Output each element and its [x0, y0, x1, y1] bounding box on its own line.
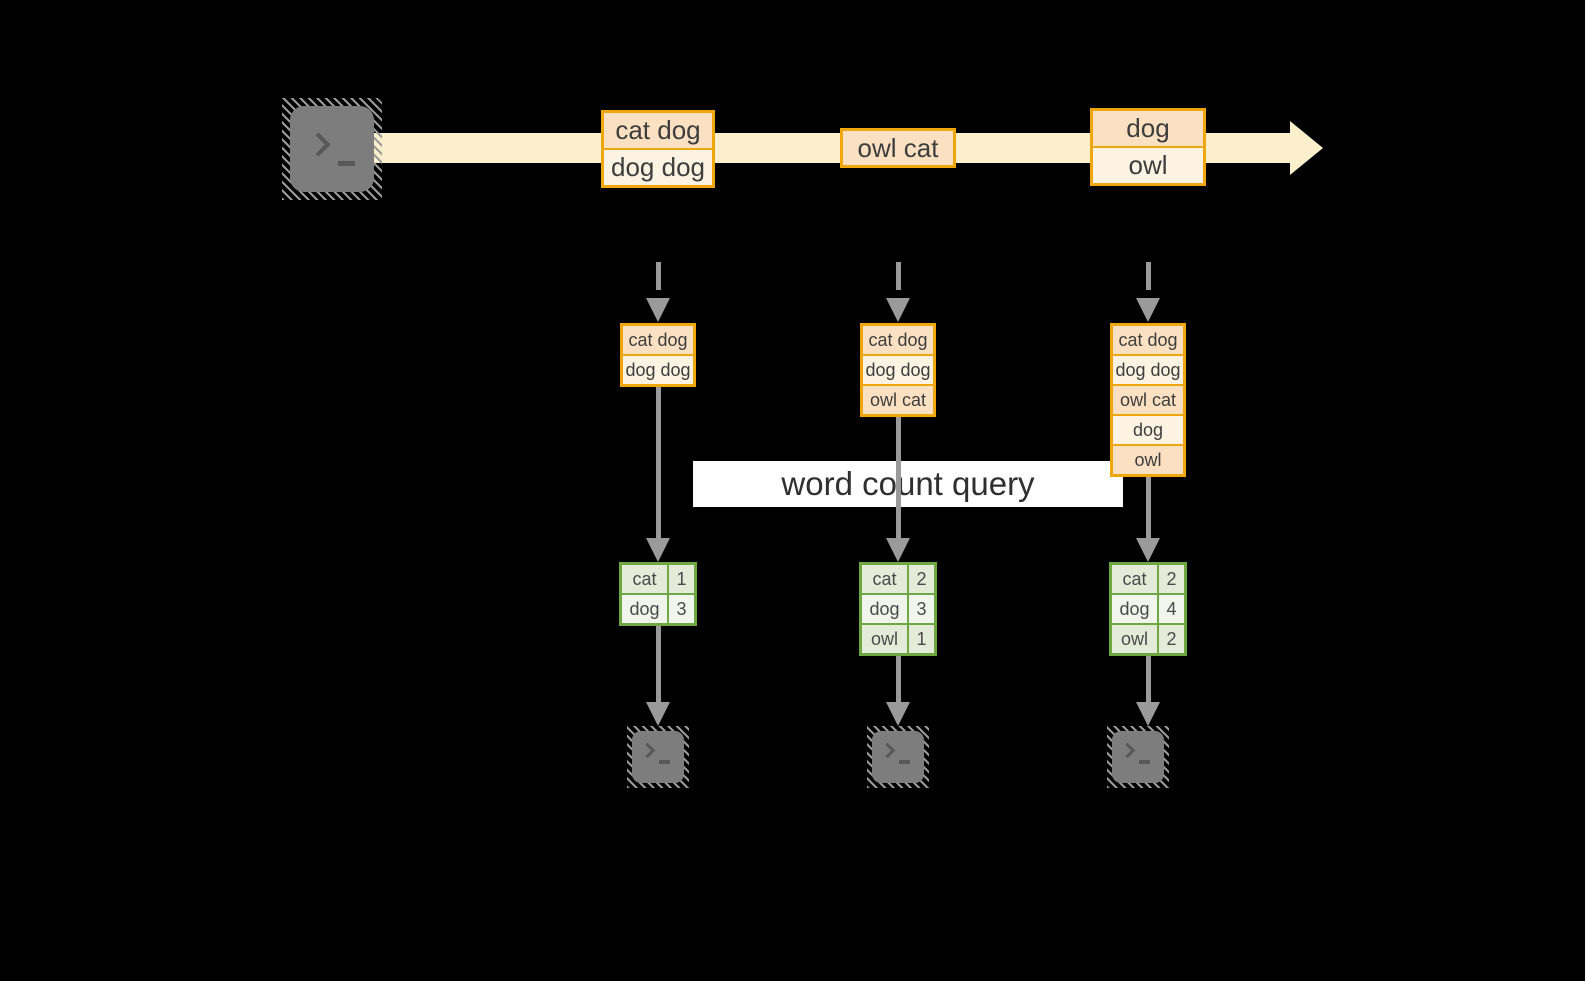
- app-terminal-icon-3: [1107, 726, 1169, 788]
- buffer-stack-2: cat dog dog dog owl cat: [860, 323, 936, 417]
- buffer-cell: dog dog: [1113, 356, 1183, 384]
- app-terminal-icon-1: [627, 726, 689, 788]
- table-row: cat 2: [862, 565, 934, 593]
- prompt-chevron-icon: [639, 742, 656, 759]
- word-cell: owl: [1112, 625, 1157, 653]
- record-cell: owl cat: [843, 131, 953, 165]
- down-arrow-icon: [1136, 538, 1160, 562]
- table-row: cat 2: [1112, 565, 1184, 593]
- down-arrow-icon: [1136, 298, 1160, 322]
- table-row: dog 4: [1112, 595, 1184, 623]
- dashed-arrow-segment: [896, 262, 901, 290]
- word-cell: cat: [862, 565, 907, 593]
- dashed-arrow-segment: [1146, 262, 1151, 290]
- table-row: owl 2: [1112, 625, 1184, 653]
- record-cell: dog dog: [604, 150, 712, 185]
- count-cell: 4: [1159, 595, 1184, 623]
- producer-terminal-icon: [282, 98, 382, 200]
- buffer-cell: cat dog: [623, 326, 693, 354]
- count-cell: 1: [909, 625, 934, 653]
- prompt-underscore-icon: [899, 760, 910, 764]
- flow-line: [656, 626, 661, 704]
- flow-line: [1146, 656, 1151, 704]
- buffer-cell: owl: [1113, 446, 1183, 474]
- buffer-cell: dog dog: [863, 356, 933, 384]
- table-row: owl 1: [862, 625, 934, 653]
- terminal-screen: [290, 106, 374, 192]
- table-row: dog 3: [622, 595, 694, 623]
- down-arrow-icon: [646, 538, 670, 562]
- record-cell: dog: [1093, 111, 1203, 146]
- prompt-chevron-icon: [879, 742, 896, 759]
- count-cell: 3: [669, 595, 694, 623]
- count-table-2: cat 2 dog 3 owl 1: [859, 562, 937, 656]
- down-arrow-icon: [886, 702, 910, 726]
- terminal-screen: [872, 731, 924, 783]
- stream-arrow-head-icon: [1290, 121, 1323, 175]
- down-arrow-icon: [1136, 702, 1160, 726]
- buffer-stack-3: cat dog dog dog owl cat dog owl: [1110, 323, 1186, 477]
- flow-line: [1146, 477, 1151, 540]
- flow-line: [896, 417, 901, 540]
- prompt-underscore-icon: [1139, 760, 1150, 764]
- down-arrow-icon: [886, 298, 910, 322]
- prompt-chevron-icon: [306, 132, 331, 157]
- count-cell: 1: [669, 565, 694, 593]
- count-table-1: cat 1 dog 3: [619, 562, 697, 626]
- record-cell: owl: [1093, 148, 1203, 183]
- buffer-cell: dog dog: [623, 356, 693, 384]
- word-cell: dog: [1112, 595, 1157, 623]
- buffer-cell: owl cat: [863, 386, 933, 414]
- stream-record-box-3: dog owl: [1090, 108, 1206, 186]
- terminal-screen: [1112, 731, 1164, 783]
- table-row: cat 1: [622, 565, 694, 593]
- stream-record-box-2: owl cat: [840, 128, 956, 168]
- buffer-cell: cat dog: [863, 326, 933, 354]
- buffer-cell: cat dog: [1113, 326, 1183, 354]
- count-cell: 3: [909, 595, 934, 623]
- count-cell: 2: [1159, 625, 1184, 653]
- prompt-underscore-icon: [659, 760, 670, 764]
- terminal-screen: [632, 731, 684, 783]
- down-arrow-icon: [646, 702, 670, 726]
- prompt-chevron-icon: [1119, 742, 1136, 759]
- app-terminal-icon-2: [867, 726, 929, 788]
- count-table-3: cat 2 dog 4 owl 2: [1109, 562, 1187, 656]
- stream-record-box-1: cat dog dog dog: [601, 110, 715, 188]
- count-cell: 2: [909, 565, 934, 593]
- record-cell: cat dog: [604, 113, 712, 148]
- word-count-query-banner: word count query: [693, 461, 1123, 507]
- down-arrow-icon: [646, 298, 670, 322]
- table-row: dog 3: [862, 595, 934, 623]
- prompt-underscore-icon: [338, 161, 355, 166]
- dashed-arrow-segment: [656, 262, 661, 290]
- word-cell: owl: [862, 625, 907, 653]
- flow-line: [896, 656, 901, 704]
- buffer-cell: owl cat: [1113, 386, 1183, 414]
- buffer-stack-1: cat dog dog dog: [620, 323, 696, 387]
- down-arrow-icon: [886, 538, 910, 562]
- word-cell: dog: [862, 595, 907, 623]
- word-cell: dog: [622, 595, 667, 623]
- buffer-cell: dog: [1113, 416, 1183, 444]
- flow-line: [656, 387, 661, 540]
- word-cell: cat: [622, 565, 667, 593]
- count-cell: 2: [1159, 565, 1184, 593]
- word-cell: cat: [1112, 565, 1157, 593]
